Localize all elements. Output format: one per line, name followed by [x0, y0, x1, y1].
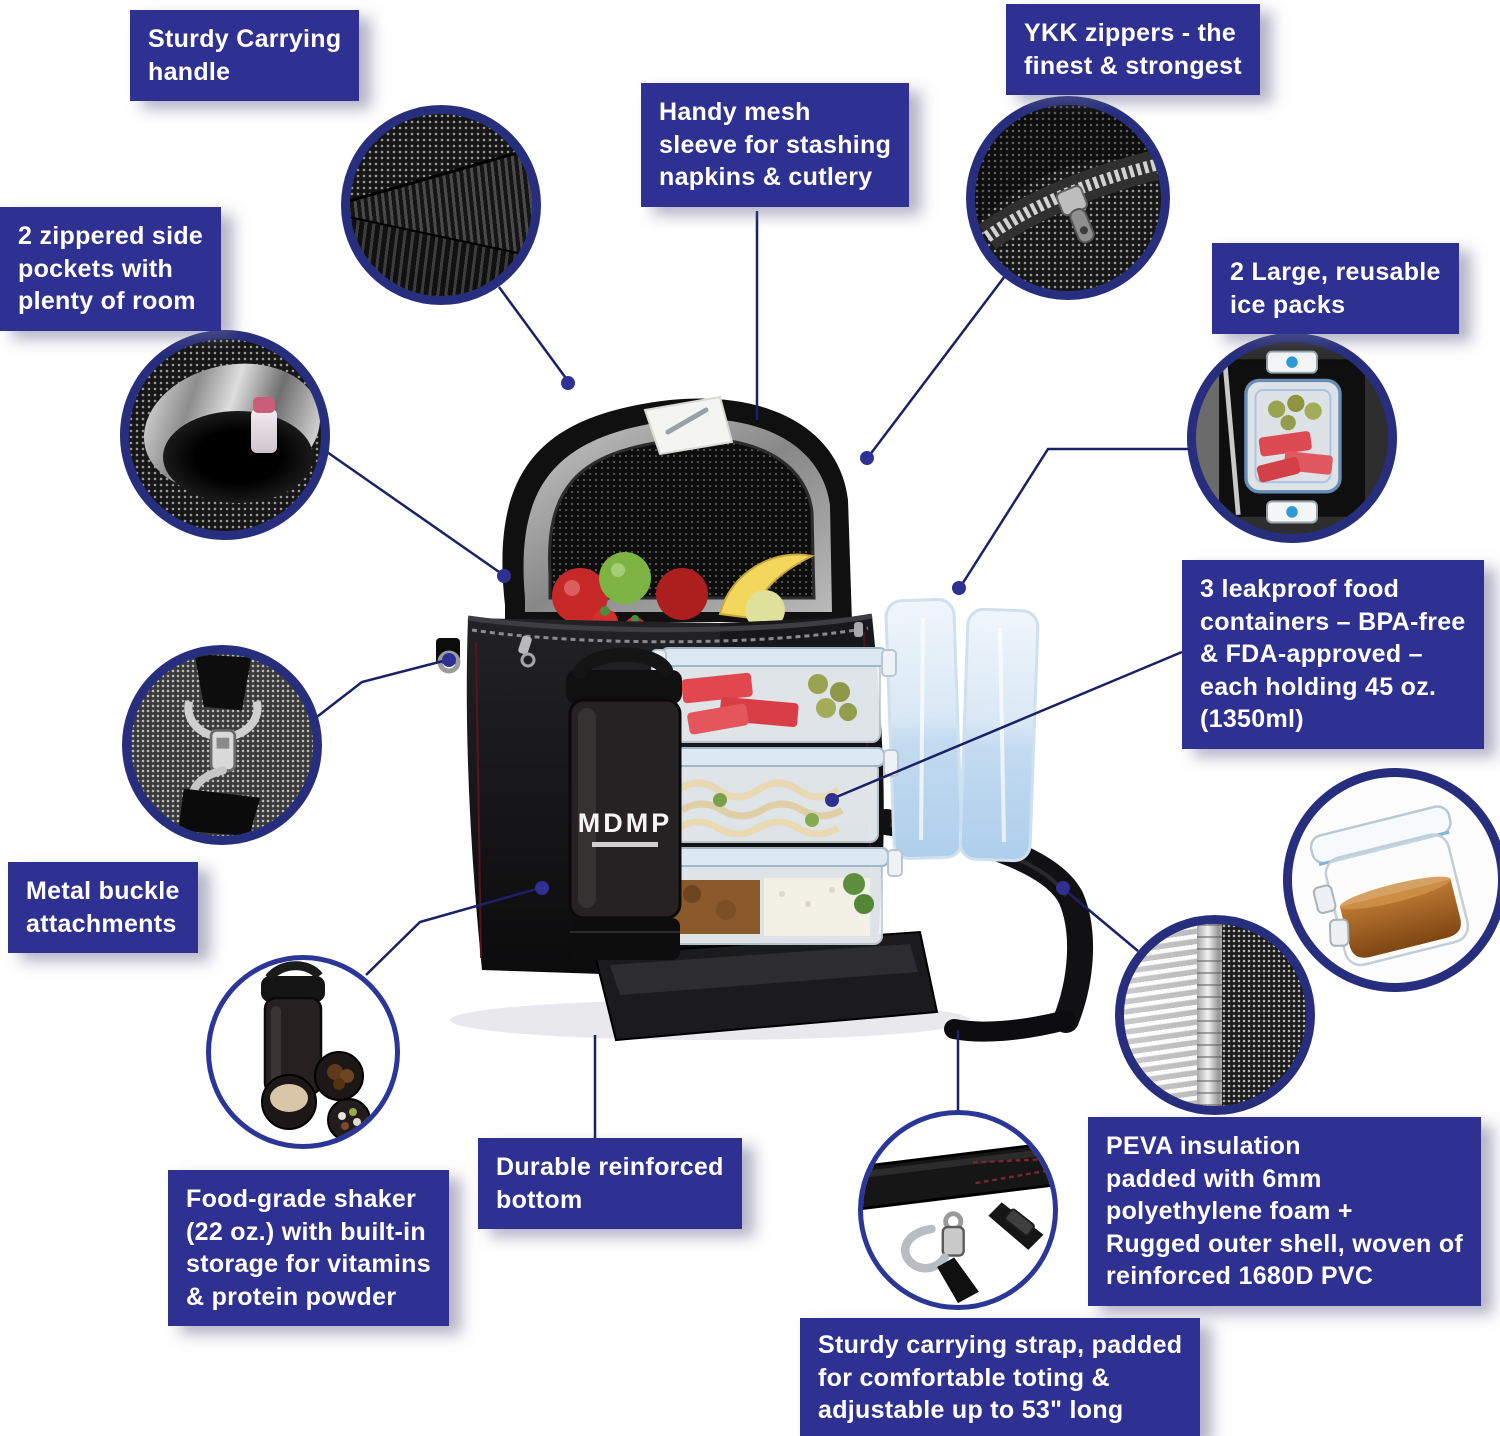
callout-metal-buckle: Metal buckle attachments	[8, 862, 198, 953]
buckle-anchor	[436, 638, 461, 674]
callout-reinforced-bottom: Durable reinforced bottom	[478, 1138, 742, 1229]
pocket-bottle	[251, 409, 277, 453]
bottom-flap	[593, 930, 939, 1042]
ice-packs	[884, 597, 1040, 863]
callout-ice-packs: 2 Large, reusable ice packs	[1212, 243, 1459, 334]
callout-ykk-zippers: YKK zippers - the finest & strongest	[1006, 4, 1260, 95]
shaker-bottle: MDMP	[566, 647, 682, 960]
napkin	[643, 395, 734, 456]
closeup-shaker-photo	[206, 955, 400, 1149]
pocket-interior	[163, 411, 313, 503]
callout-food-containers: 3 leakproof food containers – BPA-free &…	[1182, 560, 1484, 749]
zipper-slider	[1055, 185, 1095, 244]
bag-illustration: MDMP	[436, 395, 1094, 1042]
pocket-bottle-cap	[253, 397, 275, 413]
closeup-carry-handle-photo	[341, 105, 541, 305]
closeup-leakproof-container-photo	[1283, 768, 1500, 992]
shaker-brand-text: MDMP	[578, 808, 673, 838]
callout-carrying-strap: Sturdy carrying strap, padded for comfor…	[800, 1318, 1201, 1436]
peva-lining	[1124, 924, 1208, 1106]
closeup-icepack-compartment-photo	[1187, 333, 1397, 543]
closeup-side-pocket-photo	[120, 330, 330, 540]
container-noodles	[647, 747, 899, 843]
closeup-metal-buckle-photo	[122, 645, 322, 845]
line-handle	[497, 286, 570, 382]
closeup-strap-photo	[858, 1110, 1058, 1310]
callout-side-pockets: 2 zippered side pockets with plenty of r…	[0, 207, 222, 331]
outer-shell-weave	[1222, 924, 1306, 1106]
container-watermelon	[651, 647, 897, 743]
closeup-insulation-photo	[1115, 915, 1315, 1115]
zipper-pull	[518, 635, 536, 668]
closeup-zipper-photo	[966, 96, 1170, 300]
callout-carrying-handle: Sturdy Carrying handle	[130, 10, 360, 101]
callout-mesh-sleeve: Handy mesh sleeve for stashing napkins &…	[641, 83, 910, 207]
callout-insulation: PEVA insulation padded with 6mm polyethy…	[1088, 1117, 1482, 1306]
callout-shaker: Food-grade shaker (22 oz.) with built-in…	[168, 1170, 449, 1326]
